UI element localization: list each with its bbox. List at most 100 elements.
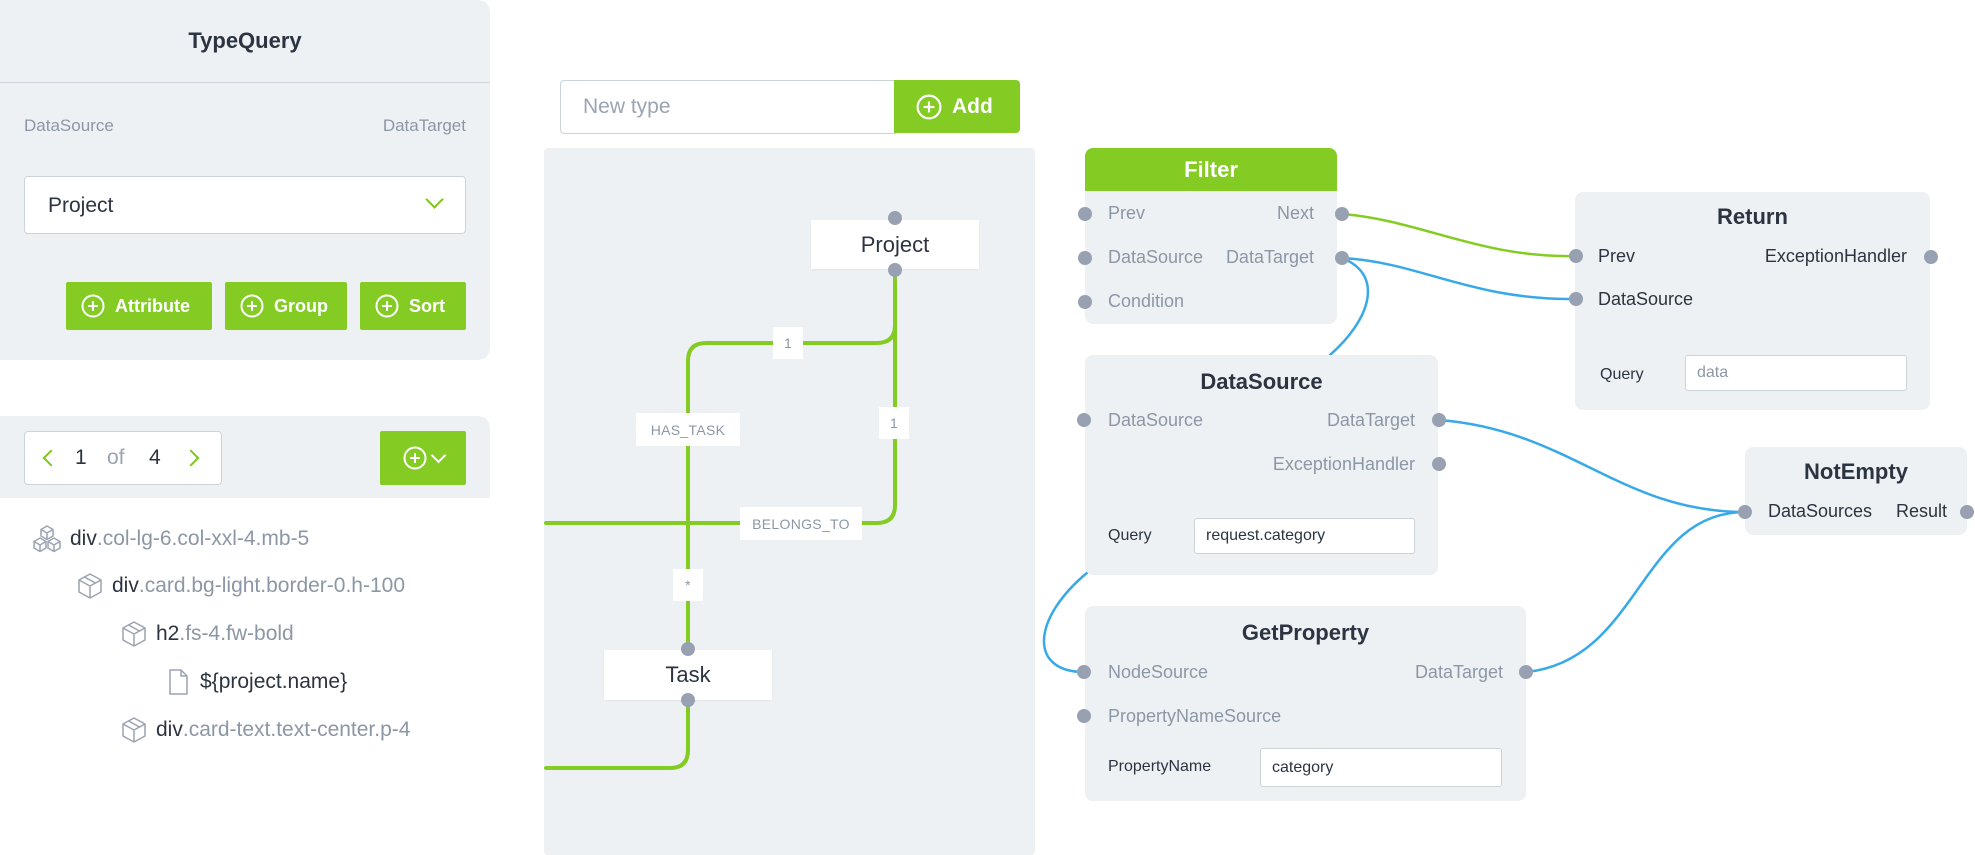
port-label-datatarget: DataTarget (1414, 662, 1503, 682)
flow-node-filter[interactable]: Filter Prev Next DataSource DataTarget C… (1085, 148, 1337, 324)
port-label-prev: Prev (1598, 246, 1636, 266)
type-select-value: Project (48, 194, 114, 217)
edge-label-belongs-to: BELONGS_TO (740, 507, 862, 540)
datasource-label: DataSource (24, 116, 114, 135)
pager-of: of (107, 446, 125, 469)
port-label-datasource: DataSource (1598, 289, 1694, 309)
query-label: Query (1600, 366, 1644, 383)
port-label-datasource: DataSource (1108, 247, 1204, 267)
tree-item[interactable]: h2.fs-4.fw-bold (120, 620, 294, 648)
port-in-prev[interactable] (1078, 207, 1092, 221)
node-title: Return (1717, 204, 1788, 229)
tree-item[interactable]: div.card-text.text-center.p-4 (120, 716, 410, 744)
port-label-result: Result (1895, 501, 1947, 521)
tree-tag: h2 (156, 622, 180, 645)
tree-tag: div (156, 718, 183, 741)
port-out-exception-handler[interactable] (1432, 457, 1446, 471)
query-input[interactable] (1194, 518, 1415, 554)
add-type-button[interactable]: Add (894, 80, 1020, 133)
port-in-datasources[interactable] (1738, 505, 1752, 519)
tree-item[interactable]: ${project.name} (164, 668, 347, 696)
connection-datatarget-datasource (1340, 256, 1577, 301)
panel-title: TypeQuery (188, 28, 302, 53)
port-in-datasource[interactable] (1078, 251, 1092, 265)
port-label-exception-handler: ExceptionHandler (1272, 454, 1415, 474)
box-icon (122, 717, 146, 743)
box-icon (78, 573, 102, 599)
edge-task-out (544, 698, 690, 770)
edge-label-cardinality: 1 (773, 327, 803, 359)
flow-node-getproperty[interactable]: GetProperty NodeSource DataTarget Proper… (1085, 606, 1526, 801)
node-title: DataSource (1200, 369, 1323, 394)
port-out-datatarget[interactable] (1432, 413, 1446, 427)
port-label-prev: Prev (1108, 203, 1146, 223)
connection-getproperty-datasources (1525, 510, 1747, 674)
new-type-input[interactable] (560, 80, 896, 134)
port-in-propertynamesource[interactable] (1077, 709, 1091, 723)
tree-tag: ${project.name} (200, 670, 348, 693)
port-out-result[interactable] (1960, 505, 1974, 519)
graph-node-task[interactable]: Task (604, 650, 772, 700)
edge-belongs-to (544, 268, 897, 525)
connection-nodesource (1042, 570, 1090, 674)
graph-node-project[interactable]: Project (811, 220, 979, 269)
box-icon (122, 621, 146, 647)
tree-item[interactable]: div.card.bg-light.border-0.h-100 (76, 572, 405, 600)
type-select[interactable]: Project (24, 176, 466, 234)
port-label-propertynamesource: PropertyNameSource (1108, 706, 1282, 726)
port-label-datasources: DataSources (1768, 501, 1873, 521)
tree-classes: .card.bg-light.border-0.h-100 (138, 574, 406, 597)
tree-classes: .col-lg-6.col-xxl-4.mb-5 (96, 527, 310, 550)
port-out-exception-handler[interactable] (1924, 250, 1938, 264)
typequery-panel: TypeQuery DataSource DataTarget Project … (0, 0, 490, 360)
flow-node-return[interactable]: Return Prev ExceptionHandler DataSource … (1575, 192, 1930, 410)
tree-item[interactable]: div.col-lg-6.col-xxl-4.mb-5 (32, 524, 309, 554)
add-sort-button[interactable]: Sort (360, 282, 466, 330)
plus-circle-icon (403, 446, 426, 470)
plus-circle-icon (375, 294, 399, 318)
file-icon (169, 669, 188, 695)
tree-classes: .fs-4.fw-bold (179, 622, 294, 645)
port-label-next: Next (1276, 203, 1314, 223)
add-element-dropdown-button[interactable] (380, 431, 466, 485)
tree-tag: div (70, 527, 97, 550)
port-in-nodesource[interactable] (1077, 665, 1091, 679)
pager-current: 1 (75, 446, 87, 469)
port-out-datatarget[interactable] (1335, 251, 1349, 265)
port-in-datasource[interactable] (1077, 413, 1091, 427)
port-out-next[interactable] (1335, 207, 1349, 221)
components-icon (33, 525, 61, 553)
query-label: Query (1108, 527, 1152, 544)
graph-node-label: Task (665, 662, 711, 687)
graph-port[interactable] (888, 263, 902, 277)
add-group-label: Group (274, 295, 328, 316)
node-title: Filter (1085, 148, 1337, 191)
graph-port[interactable] (888, 211, 902, 225)
port-in-condition[interactable] (1078, 295, 1092, 309)
node-title: NotEmpty (1804, 459, 1908, 484)
edge-label-cardinality: * (673, 569, 703, 601)
port-in-datasource[interactable] (1569, 292, 1583, 306)
tree-tag: div (112, 574, 139, 597)
add-attribute-button[interactable]: Attribute (66, 282, 212, 330)
flow-node-datasource[interactable]: DataSource DataSource DataTarget Excepti… (1085, 355, 1438, 575)
add-group-button[interactable]: Group (225, 282, 347, 330)
plus-circle-icon (240, 294, 264, 318)
pager-total: 4 (149, 446, 161, 469)
propertyname-input[interactable] (1260, 748, 1502, 787)
port-in-prev[interactable] (1569, 249, 1583, 263)
port-label-exception-handler: ExceptionHandler (1764, 246, 1907, 266)
edge-label-cardinality: 1 (879, 407, 909, 439)
graph-port[interactable] (681, 693, 695, 707)
pager: 1 of 4 (24, 431, 222, 485)
port-out-datatarget[interactable] (1519, 665, 1533, 679)
plus-circle-icon (916, 94, 942, 119)
port-label-datatarget: DataTarget (1326, 410, 1415, 430)
connection-datatarget-datasources (1437, 418, 1747, 514)
add-attribute-label: Attribute (115, 295, 190, 316)
flow-node-notempty[interactable]: NotEmpty DataSources Result (1745, 447, 1967, 535)
query-input[interactable] (1685, 355, 1907, 391)
divider (0, 82, 490, 83)
graph-port[interactable] (681, 642, 695, 656)
connection-filter-datasource (1328, 256, 1370, 357)
